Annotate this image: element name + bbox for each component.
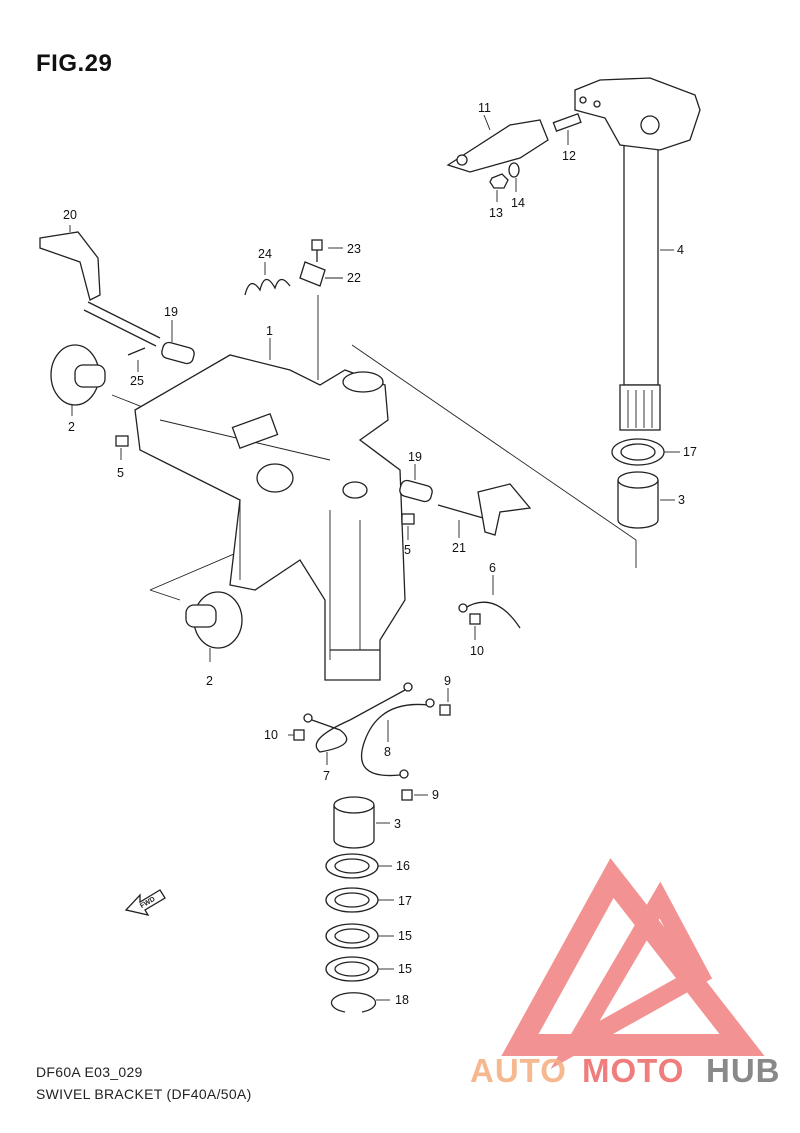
pin-part-25 (127, 347, 146, 356)
callout-19-left: 19 (164, 305, 178, 319)
callout-6: 6 (489, 561, 496, 575)
callout-24: 24 (258, 247, 272, 261)
tilt-lever-part-20 (39, 231, 161, 347)
washer-part-14 (508, 162, 520, 178)
bushing-part-19-right (399, 479, 433, 503)
grease-nipple-part-5-left (115, 435, 129, 447)
watermark-auto: AUTO (470, 1052, 567, 1089)
watermark-hub: HUB (706, 1052, 781, 1089)
callout-4: 4 (677, 243, 684, 257)
swivel-bracket-part-1 (134, 354, 406, 681)
ground-wire-part-7 (303, 682, 413, 753)
ground-wire-part-6 (458, 601, 521, 629)
callout-23: 23 (347, 242, 361, 256)
screw-part-12 (552, 112, 582, 132)
callout-7: 7 (323, 769, 330, 783)
callout-3-lower: 3 (394, 817, 401, 831)
callout-2-lower: 2 (206, 674, 213, 688)
callout-15-b: 15 (398, 962, 412, 976)
steering-shaft-part-4 (574, 77, 701, 431)
washer-part-16 (325, 853, 379, 879)
washer-part-15-b (325, 956, 379, 982)
bolt-part-23 (311, 239, 323, 262)
callout-21: 21 (452, 541, 466, 555)
lever-part-21 (437, 483, 532, 536)
callout-22: 22 (347, 271, 361, 285)
callout-25: 25 (130, 374, 144, 388)
bushing-part-19-left (161, 341, 195, 365)
callout-1: 1 (266, 324, 273, 338)
callout-15-a: 15 (398, 929, 412, 943)
callout-14: 14 (511, 196, 525, 210)
cap-part-2-lower (185, 591, 243, 649)
callout-13: 13 (489, 206, 503, 220)
watermark-moto: MOTO (582, 1052, 684, 1089)
callout-20: 20 (63, 208, 77, 222)
callout-12: 12 (562, 149, 576, 163)
circlip-part-18 (330, 992, 377, 1013)
callout-8: 8 (384, 745, 391, 759)
callouts: 11 12 13 14 4 17 3 20 23 22 24 19 (63, 101, 697, 1007)
figure-caption: SWIVEL BRACKET (DF40A/50A) (36, 1086, 252, 1102)
nut-part-13 (489, 173, 509, 189)
washer-part-17-lower (325, 887, 379, 913)
spring-part-24 (244, 278, 291, 296)
figure-code: DF60A E03_029 (36, 1064, 143, 1080)
bushing-part-3-upper (617, 471, 659, 529)
washer-part-17-upper (611, 438, 665, 466)
cap-part-2-upper (50, 344, 106, 406)
bushing-part-3-lower (333, 796, 375, 849)
callout-5-left: 5 (117, 466, 124, 480)
clip-part-22 (299, 261, 326, 287)
bolt-part-9-upper (439, 704, 451, 716)
callout-9-upper: 9 (444, 674, 451, 688)
callout-19-right: 19 (408, 450, 422, 464)
callout-17-lower: 17 (398, 894, 412, 908)
forward-direction-arrow: FWD (124, 889, 166, 916)
bolt-part-10-lower (293, 729, 305, 741)
callout-5-right: 5 (404, 543, 411, 557)
watermark-logo (501, 858, 765, 1070)
plate-part-11 (446, 119, 549, 173)
callout-10-lower: 10 (264, 728, 278, 742)
grease-nipple-part-5-right (401, 513, 415, 525)
watermark-text: AUTO MOTO HUB (470, 1052, 781, 1089)
callout-16: 16 (396, 859, 410, 873)
figure-title: FIG.29 (36, 50, 113, 77)
callout-2-upper: 2 (68, 420, 75, 434)
bolt-part-9-lower (401, 789, 413, 801)
callout-10-upper: 10 (470, 644, 484, 658)
callout-9-lower: 9 (432, 788, 439, 802)
callout-11: 11 (478, 101, 491, 115)
callout-3-upper: 3 (678, 493, 685, 507)
washer-part-15-a (325, 923, 379, 949)
callout-18: 18 (395, 993, 409, 1007)
ground-wire-part-8 (360, 698, 435, 779)
callout-17-upper: 17 (683, 445, 697, 459)
bolt-part-10-upper (469, 613, 481, 625)
